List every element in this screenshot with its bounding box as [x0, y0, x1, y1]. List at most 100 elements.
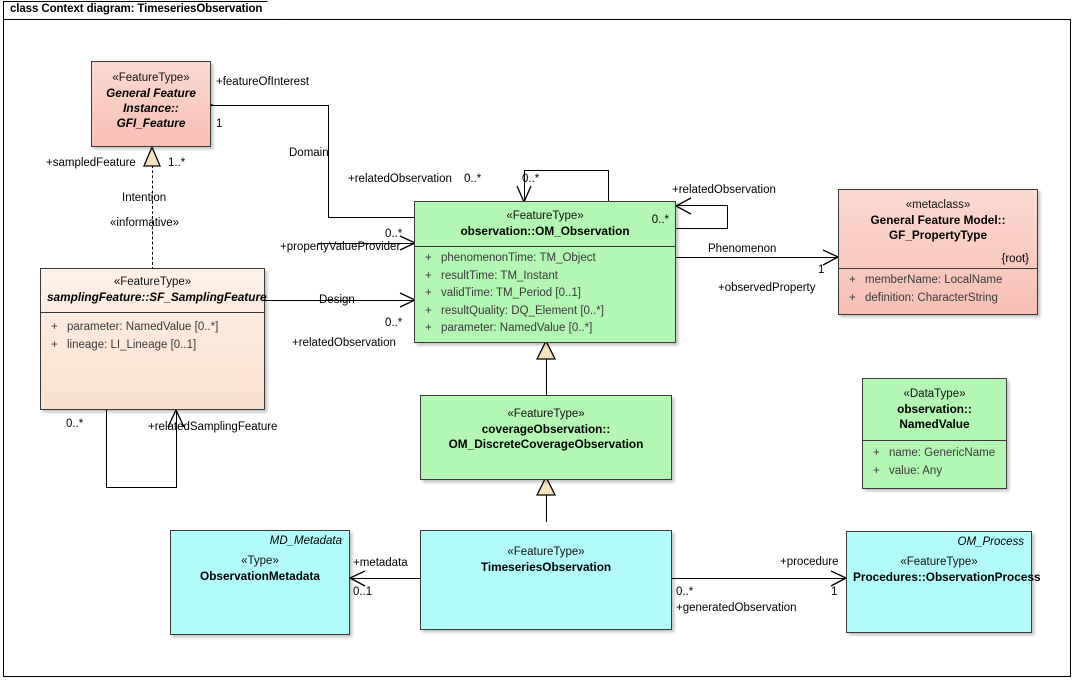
class-observation-metadata-name: ObservationMetadata: [200, 569, 320, 583]
visibility-marker: +: [51, 321, 58, 333]
class-observation-process[interactable]: OM_Process «FeatureType» Procedures::Obs…: [846, 531, 1041, 633]
visibility-marker: +: [873, 447, 880, 459]
label-metadata-role: +metadata: [353, 557, 408, 569]
class-om-observation-corner-multiplicity: 0..*: [651, 214, 669, 226]
label-domain: Domain: [289, 147, 329, 159]
class-named-value-name-2: NamedValue: [899, 417, 970, 431]
class-coverage-observation-stereotype: «FeatureType»: [507, 408, 585, 420]
attribute-text: definition: CharacterString: [865, 291, 998, 304]
diagram-frame: [3, 19, 1071, 677]
connector-self-loop-right-bot-h: [676, 228, 728, 230]
class-coverage-observation-name-1: coverageObservation::: [481, 422, 611, 436]
class-gfi-feature-stereotype: «FeatureType»: [112, 72, 190, 84]
attribute-row: + definition: CharacterString: [843, 290, 1033, 308]
class-gf-propertytype-constraint: {root}: [1001, 253, 1030, 265]
connector-related-observation-left-h: [318, 243, 414, 245]
label-related-sampling-feature-mult-far: 0..*: [66, 418, 84, 430]
visibility-marker: +: [425, 304, 432, 317]
label-related-observation-self-mult: 0..*: [522, 173, 540, 185]
visibility-marker: +: [425, 269, 432, 282]
class-om-observation-stereotype: «FeatureType»: [506, 210, 584, 222]
connector-gen-timeseries-v: [546, 480, 548, 522]
connector-feature-of-interest-h: [211, 105, 329, 107]
connector-feature-of-interest-v: [328, 105, 330, 218]
label-property-value-provider-role: +propertyValueProvider: [280, 241, 401, 253]
connector-rsf-bottom-h: [106, 487, 177, 489]
class-coverage-observation-name-2: OM_DiscreteCoverageObservation: [448, 437, 644, 451]
attribute-row: + memberName: LocalName: [843, 272, 1033, 290]
attribute-text: name: GenericName: [889, 447, 996, 459]
class-sf-sampling-feature-stereotype: «FeatureType»: [113, 276, 192, 288]
class-gfi-feature[interactable]: «FeatureType» General Feature Instance::…: [91, 61, 211, 147]
connector-rsf-left-v: [106, 410, 108, 488]
class-observation-process-stereotype: «FeatureType»: [900, 556, 978, 568]
connector-self-loop-left-v: [524, 170, 526, 201]
label-phenomenon: Phenomenon: [708, 243, 777, 255]
visibility-marker: +: [873, 464, 880, 477]
visibility-marker: +: [425, 287, 432, 299]
label-sampled-feature-mult: 1..*: [168, 157, 186, 169]
connector-rsf-right-v: [176, 410, 178, 488]
label-related-observation-right-role: +relatedObservation: [672, 184, 776, 196]
class-observation-process-name: Procedures::ObservationProcess: [853, 570, 1041, 584]
class-gf-propertytype-name-1: General Feature Model::: [870, 213, 1006, 227]
label-observed-property-role: +observedProperty: [718, 282, 816, 294]
visibility-marker: +: [849, 291, 856, 304]
attribute-row: +parameter: NamedValue [0..*]: [419, 320, 671, 338]
attribute-text: resultTime: TM_Instant: [441, 269, 558, 282]
label-procedure-role: +procedure: [780, 556, 839, 568]
connector-property-value-provider-h: [265, 300, 414, 302]
class-coverage-observation[interactable]: «FeatureType» coverageObservation:: OM_D…: [420, 395, 672, 480]
label-related-observation-design-mult: 0..*: [385, 317, 403, 329]
label-feature-of-interest-role: +featureOfInterest: [216, 76, 310, 88]
class-gf-propertytype[interactable]: «metaclass» General Feature Model:: GF_P…: [838, 189, 1038, 315]
label-generated-observation-mult: 0..*: [676, 586, 694, 598]
connector-gen-coverage-v: [546, 355, 548, 395]
class-timeseries-observation-name: TimeseriesObservation: [480, 560, 612, 574]
attribute-row: +resultQuality: DQ_Element [0..*]: [419, 303, 671, 321]
class-timeseries-observation-stereotype: «FeatureType»: [507, 546, 585, 558]
label-intention: Intention: [122, 192, 167, 204]
label-sampled-feature-role: +sampledFeature: [46, 157, 136, 169]
label-observed-property-mult: 1: [818, 264, 825, 276]
diagram-title: class Context diagram: TimeseriesObserva…: [10, 3, 263, 15]
class-named-value-stereotype: «DataType»: [903, 388, 966, 400]
attribute-text: value: Any: [889, 464, 943, 477]
attribute-text: lineage: LI_Lineage [0..1]: [67, 338, 197, 351]
visibility-marker: +: [849, 274, 856, 286]
attribute-text: validTime: TM_Period [0..1]: [441, 287, 581, 299]
label-related-observation-left-mult-far: 0..*: [464, 173, 482, 185]
class-timeseries-observation[interactable]: «FeatureType» TimeseriesObservation: [420, 530, 672, 630]
label-related-sampling-feature-role: +relatedSamplingFeature: [148, 421, 278, 433]
connector-self-loop-right-top-h: [676, 205, 728, 207]
attribute-row: +phenomenonTime: TM_Object: [419, 250, 671, 268]
attribute-row: + validTime: TM_Period [0..1]: [419, 285, 671, 303]
class-gfi-feature-name-1: General Feature: [106, 86, 196, 100]
attribute-row: + value: Any: [867, 463, 1002, 481]
visibility-marker: +: [51, 338, 58, 351]
connector-self-loop-right-v: [608, 170, 610, 201]
connector-feature-of-interest-h2: [328, 217, 414, 219]
attribute-text: memberName: LocalName: [865, 274, 1003, 286]
attribute-row: + lineage: LI_Lineage [0..1]: [45, 337, 260, 355]
class-om-observation[interactable]: «FeatureType» observation::OM_Observatio…: [414, 201, 676, 343]
class-gfi-feature-name-2: Instance::: [123, 101, 179, 115]
label-related-observation-left-role: +relatedObservation: [348, 173, 452, 185]
attribute-row: + resultTime: TM_Instant: [419, 268, 671, 286]
label-design: Design: [319, 294, 355, 306]
label-metadata-mult: 0..1: [353, 586, 373, 598]
class-gfi-feature-name-3: GFI_Feature: [116, 116, 186, 130]
connector-procedure-h: [672, 578, 846, 580]
class-observation-metadata[interactable]: MD_Metadata «Type» ObservationMetadata: [170, 530, 350, 635]
connector-intention-dashed: [152, 160, 153, 270]
class-sf-sampling-feature-name: samplingFeature::SF_SamplingFeature: [47, 290, 267, 304]
class-named-value[interactable]: «DataType» observation:: NamedValue +nam…: [862, 378, 1007, 489]
label-intention-stereotype: «informative»: [110, 217, 180, 229]
class-om-observation-name: observation::OM_Observation: [460, 224, 630, 238]
class-gf-propertytype-stereotype: «metaclass»: [905, 199, 971, 211]
class-sf-sampling-feature[interactable]: «FeatureType» samplingFeature::SF_Sampli…: [40, 268, 267, 410]
attribute-text: phenomenonTime: TM_Object: [441, 252, 596, 264]
class-observation-process-base-type: OM_Process: [957, 536, 1024, 548]
visibility-marker: +: [425, 322, 432, 334]
